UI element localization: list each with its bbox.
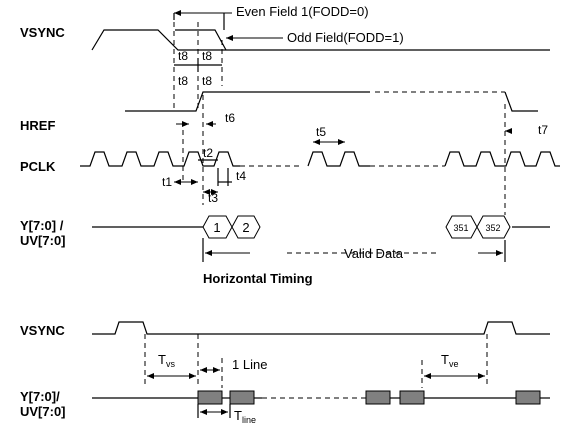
t8-label-1: t8 bbox=[178, 49, 188, 63]
t6-label: t6 bbox=[225, 111, 235, 125]
t4-label: t4 bbox=[236, 169, 246, 183]
t3-label: t3 bbox=[208, 191, 218, 205]
data-bus-label-line2: UV[7:0] bbox=[20, 233, 66, 248]
pclk-timing-marks: t5 t2 t1 t3 t4 bbox=[162, 125, 345, 205]
line-block bbox=[229, 390, 255, 405]
t8-timing: t8 t8 t8 t8 bbox=[174, 49, 222, 88]
field-annotations: Even Field 1(FODD=0) Odd Field(FODD=1) bbox=[173, 4, 404, 45]
line-block bbox=[365, 390, 391, 405]
t2-label: t2 bbox=[203, 146, 213, 160]
data-bus-label-line1: Y[7:0] / bbox=[20, 218, 64, 233]
data-word-352-label: 352 bbox=[485, 223, 500, 233]
even-field-label: Even Field 1(FODD=0) bbox=[236, 4, 369, 19]
data-bus-frame-label-line1: Y[7:0]/ bbox=[20, 389, 60, 404]
tvs-label: Tvs bbox=[158, 352, 175, 369]
tline-label: Tline bbox=[234, 408, 256, 425]
line-block bbox=[515, 390, 541, 405]
pclk-label: PCLK bbox=[20, 159, 56, 174]
data-word-1: 1 bbox=[202, 215, 233, 239]
data-word-2: 2 bbox=[231, 215, 261, 239]
t8-label-2: t8 bbox=[202, 49, 212, 63]
one-line-timing: 1 Line bbox=[200, 357, 267, 388]
data-bus-frame-label-line2: UV[7:0] bbox=[20, 404, 66, 419]
line-block bbox=[399, 390, 425, 405]
frame-vsync-waveform bbox=[92, 321, 550, 335]
href-waveform bbox=[125, 91, 538, 112]
vsync-frame-label: VSYNC bbox=[20, 323, 65, 338]
section-title: Horizontal Timing bbox=[203, 271, 313, 286]
t1-label: t1 bbox=[162, 175, 172, 189]
data-word-352: 352 bbox=[476, 215, 511, 239]
data-word-351: 351 bbox=[445, 215, 478, 239]
guide-lines bbox=[173, 22, 506, 215]
t6-timing: t6 bbox=[176, 111, 235, 127]
t5-label: t5 bbox=[316, 125, 326, 139]
tline-timing: Tline bbox=[197, 404, 256, 425]
data-word-2-label: 2 bbox=[242, 220, 249, 235]
t8-label-3: t8 bbox=[178, 74, 188, 88]
data-word-351-label: 351 bbox=[453, 223, 468, 233]
data-word-1-label: 1 bbox=[213, 220, 220, 235]
tvs-timing: Tvs bbox=[144, 334, 199, 388]
pclk-waveform bbox=[80, 151, 560, 167]
vsync-label: VSYNC bbox=[20, 25, 65, 40]
odd-field-label: Odd Field(FODD=1) bbox=[287, 30, 404, 45]
href-label: HREF bbox=[20, 118, 55, 133]
frame-data-bus bbox=[92, 390, 550, 405]
t7-timing: t7 bbox=[505, 123, 548, 137]
one-line-label: 1 Line bbox=[232, 357, 267, 372]
tve-label: Tve bbox=[441, 352, 458, 369]
valid-data-label: Valid Data bbox=[344, 246, 404, 261]
line-block bbox=[197, 390, 223, 405]
tve-timing: Tve bbox=[421, 334, 488, 388]
t7-label: t7 bbox=[538, 123, 548, 137]
valid-data-span: Valid Data bbox=[202, 238, 506, 262]
t8-label-4: t8 bbox=[202, 74, 212, 88]
